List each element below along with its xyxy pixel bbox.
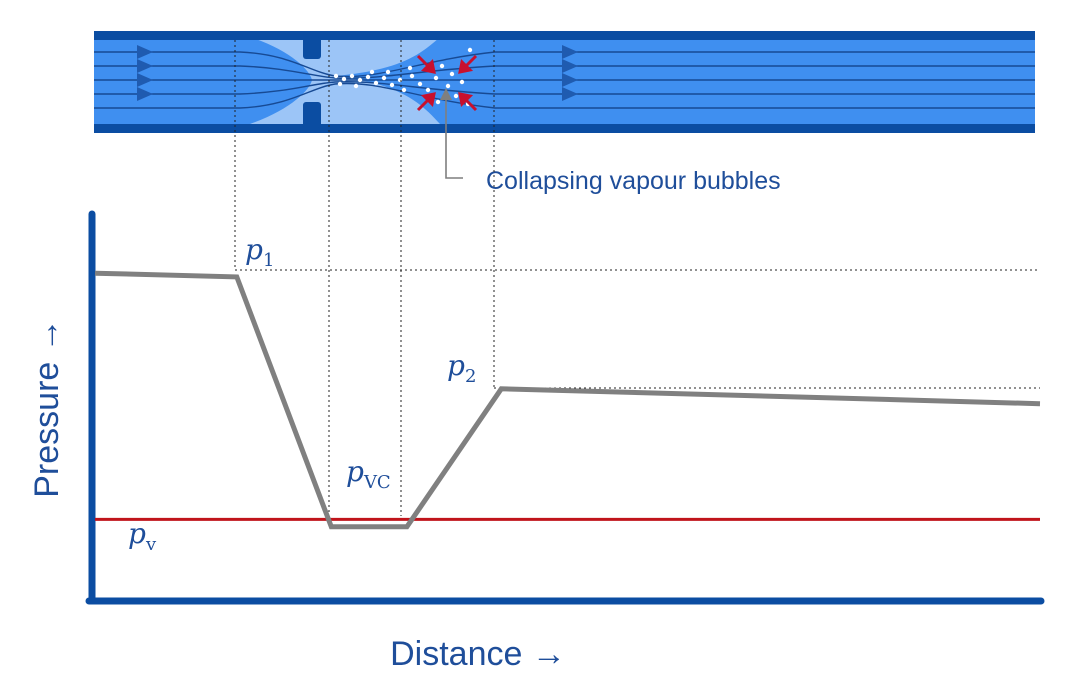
collapse-arrows [416,54,478,112]
vapour-bubble [369,69,375,75]
pipe-wall-top [94,31,1035,40]
vapour-bubble [357,77,363,83]
vapour-bubble [401,87,407,93]
vapour-bubble [407,65,413,71]
vapour-bubble [389,82,395,88]
orifice-plate-top [303,37,321,59]
vapour-bubble [409,73,415,79]
flow-arrow-icon [137,87,153,101]
flow-arrow-icon [137,45,153,59]
y-axis-label: Pressure → [28,318,66,498]
flow-arrow-icon [562,73,578,87]
callout: Collapsing vapour bubbles [440,88,781,195]
collapse-arrow-icon [420,58,436,74]
streamline [94,82,1035,109]
pressure-plot: Pressure → Distance → p1 p2 pVC pv [28,210,1045,673]
flow-arrows [137,45,578,101]
vapour-bubble [459,79,465,85]
vapour-bubble [453,93,459,99]
vapour-bubble [373,80,379,86]
vapour-bubble [449,71,455,77]
callout-arrow-icon [440,88,452,100]
vapour-bubble [433,75,439,81]
label-pv: pv [128,517,157,555]
label-pvc: pVC [346,455,391,493]
vapour-bubble [385,69,391,75]
pipe-wall-bottom [94,124,1035,133]
flow-arrow-icon [137,73,153,87]
callout-text: Collapsing vapour bubbles [486,167,781,195]
pipe-schematic [94,31,1035,133]
x-axis-label: Distance → [390,635,566,673]
vapour-bubble [349,73,355,79]
guide-lines [234,40,1040,516]
vapour-bubble [381,75,387,81]
orifice-plate-bottom [303,102,321,128]
collapse-arrow-icon [458,58,474,74]
collapse-arrow-icon [458,92,474,108]
pressure-line [94,270,1041,530]
vapour-bubble [333,73,339,79]
flow-arrow-icon [137,59,153,73]
flow-arrow-icon [562,45,578,59]
vapour-bubble [397,77,403,83]
vapour-bubble [467,47,473,53]
vapour-bubble [435,99,441,105]
collapse-arrow-icon [420,92,436,108]
vapour-bubble [353,83,359,89]
callout-leader [445,96,463,179]
vapour-bubble [337,81,343,87]
vapour-bubble [445,83,451,89]
vapour-bubble [439,63,445,69]
vapour-bubble [425,87,431,93]
vapour-bubble [341,76,347,82]
vapour-bubbles [333,47,473,107]
flow-arrow-icon [562,87,578,101]
streamline [94,65,1035,79]
label-p1: p1 [245,233,274,271]
label-p2: p2 [447,349,476,387]
vapour-bubble [365,74,371,80]
vapour-bubble [417,81,423,87]
flow-arrow-icon [562,59,578,73]
